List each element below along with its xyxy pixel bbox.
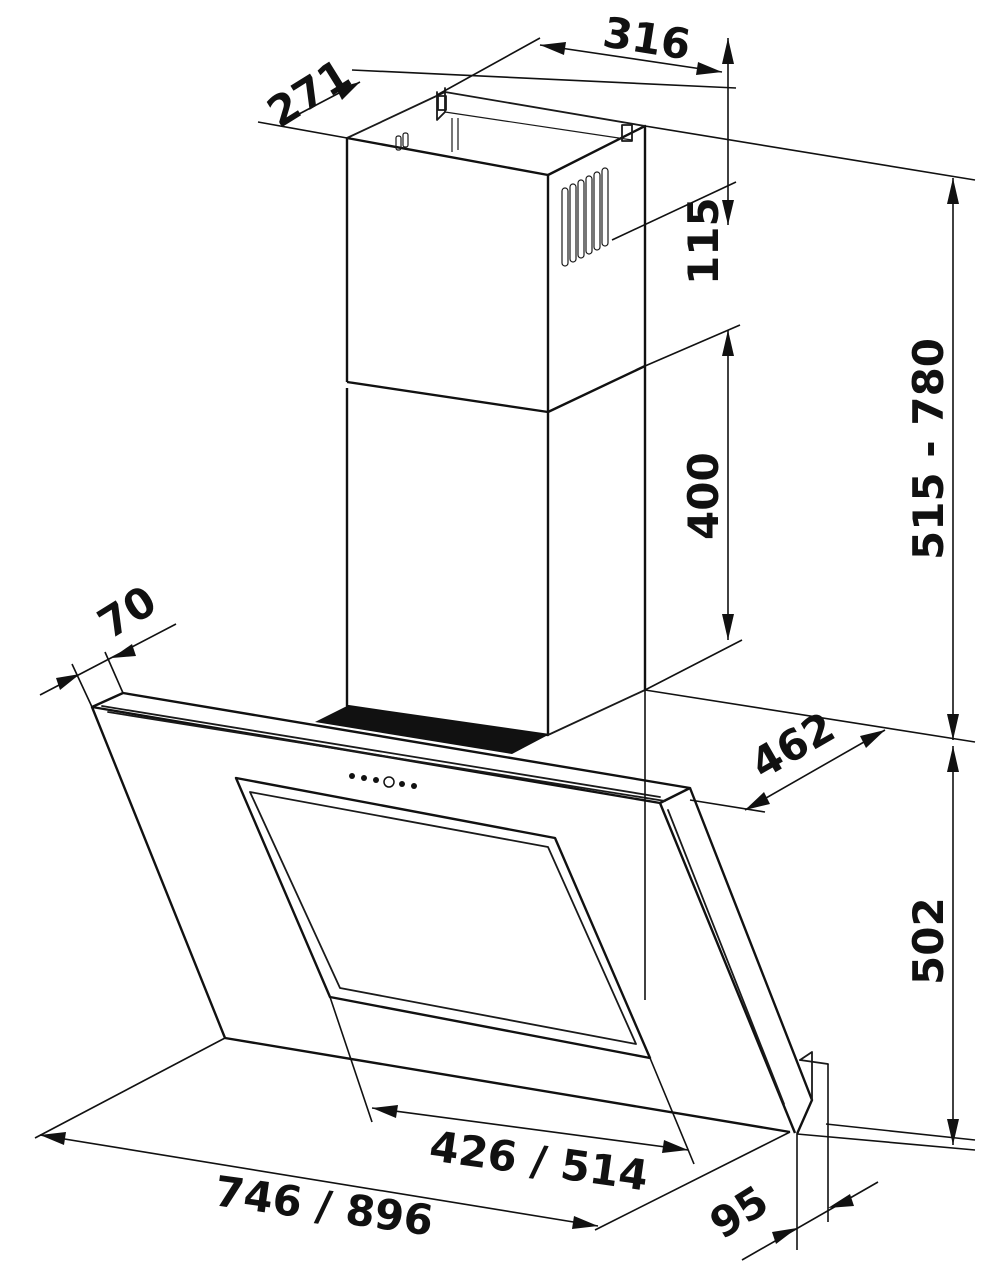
dimension-labels: 316 271 115 400 515 - 780 502 462 70 426… — [89, 8, 953, 1249]
label-hood-height: 502 — [904, 897, 953, 985]
chimney-lower — [315, 364, 647, 754]
label-inner-width: 426 / 514 — [427, 1121, 652, 1200]
label-bottom-depth: 95 — [701, 1176, 777, 1249]
hood-body — [90, 691, 829, 1135]
extension-lines — [34, 37, 976, 1250]
label-top-offset: 115 — [679, 197, 728, 285]
label-panel-thickness: 70 — [89, 576, 165, 649]
label-adjustable-height: 515 - 780 — [904, 338, 953, 560]
label-overall-width: 746 / 896 — [212, 1166, 437, 1245]
dimension-lines — [39, 38, 959, 1261]
label-chimney-width: 316 — [600, 8, 694, 70]
chimney-upper — [345, 87, 647, 412]
control-buttons — [349, 773, 417, 789]
label-section-height: 400 — [679, 452, 728, 540]
vent-slots — [395, 132, 609, 267]
label-hood-depth: 462 — [743, 702, 843, 788]
